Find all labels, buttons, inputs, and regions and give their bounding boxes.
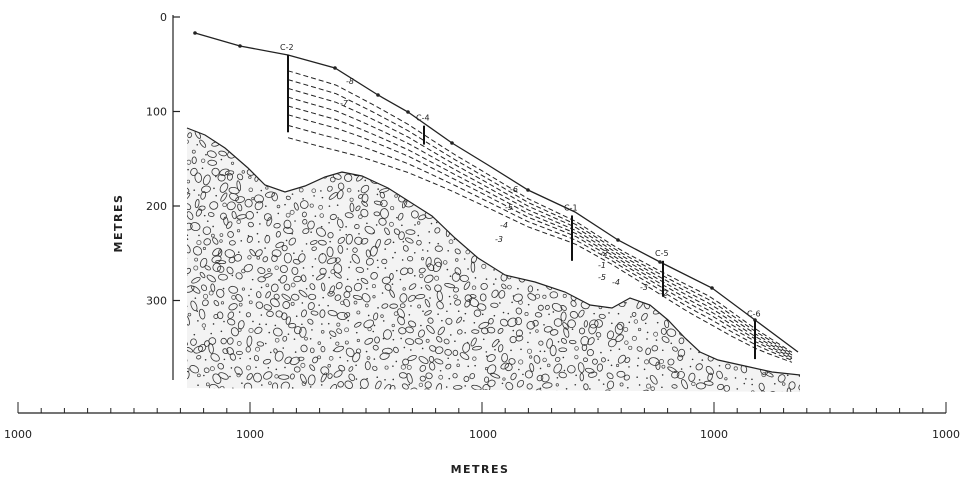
contour-label-10: -3: [640, 283, 648, 292]
y-axis: 0 100 200 300 METRES: [112, 11, 180, 380]
borehole-label-c-2: C-2: [280, 43, 294, 52]
x-tick-label-1: 1000: [236, 428, 264, 441]
borehole-label-c-6: C-6: [747, 309, 761, 318]
boreholes: C-2C-4C-1C-5C-6: [280, 43, 761, 360]
y-tick-label-3: 300: [146, 295, 167, 308]
survey-point: [710, 286, 714, 290]
survey-point: [753, 318, 757, 322]
contour-line-6: [287, 124, 793, 361]
bedrock-fill: [187, 128, 800, 392]
contour-label-1: -7: [340, 99, 349, 108]
survey-point: [193, 31, 197, 35]
survey-point: [616, 238, 620, 242]
survey-point: [333, 66, 337, 70]
x-tick-label-3: 1000: [700, 428, 728, 441]
y-tick-label-2: 200: [146, 200, 167, 213]
contour-label-6: -2: [600, 249, 608, 258]
y-axis-label: METRES: [112, 194, 125, 253]
contour-label-2: -6: [510, 185, 518, 194]
contour-label-8: -5: [598, 273, 606, 282]
y-tick-label-0: 0: [160, 11, 167, 24]
borehole-label-c-1: C-1: [564, 203, 578, 212]
survey-point: [376, 93, 380, 97]
contour-label-9: -4: [612, 278, 620, 287]
surface-survey-points: [193, 31, 757, 322]
contour-line-2: [287, 87, 793, 356]
survey-point: [238, 44, 242, 48]
contour-line-0: [287, 70, 793, 353]
survey-point: [658, 260, 662, 264]
x-tick-label-2: 1000: [469, 428, 497, 441]
x-axis-label: METRES: [451, 463, 510, 476]
contour-label-0: -8: [346, 77, 354, 86]
bedrock-outline: [186, 127, 801, 376]
contour-line-1: [287, 79, 793, 355]
contour-label-3: -5: [505, 203, 513, 212]
survey-point: [450, 141, 454, 145]
survey-point: [526, 188, 530, 192]
contour-line-5: [287, 114, 793, 360]
survey-point: [406, 110, 410, 114]
contour-label-5: -3: [495, 235, 503, 244]
contour-label-4: -4: [500, 221, 508, 230]
contour-line-3: [287, 96, 793, 357]
contour-label-7: -1: [598, 261, 606, 270]
bedrock-region: [186, 127, 801, 392]
glacier-surface-line: [194, 32, 799, 353]
x-tick-label-4: 1000: [932, 428, 960, 441]
borehole-label-c-4: C-4: [416, 114, 430, 123]
contour-line-4: [287, 105, 793, 358]
contour-lines: -8-7-6-5-4-3-2-1-5-4-3-2: [287, 70, 793, 363]
y-tick-label-1: 100: [146, 106, 167, 119]
x-tick-label-0: 1000: [4, 428, 32, 441]
x-axis: 1000 1000 1000 1000 1000 METRES: [4, 402, 960, 476]
borehole-label-c-5: C-5: [655, 249, 669, 258]
